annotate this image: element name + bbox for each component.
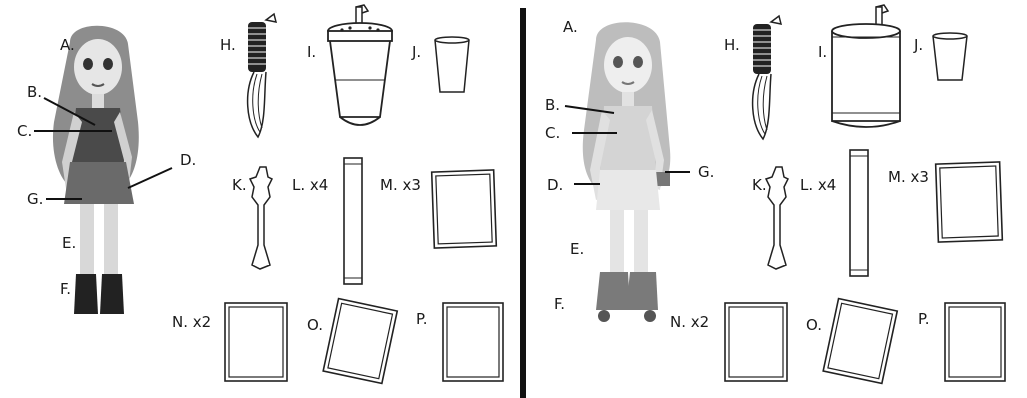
accessory-label-i: I. <box>818 43 828 61</box>
accessory-label-n: N. x2 <box>670 313 710 331</box>
bag-icon <box>442 302 504 382</box>
accessory-label-l: L. x4 <box>292 176 329 194</box>
doll-label-b: B. <box>545 96 561 114</box>
doll-label-g: G. <box>698 163 715 181</box>
accessory-label-o: O. <box>307 316 323 334</box>
doll-label-b: B. <box>27 83 43 101</box>
spoon-icon <box>248 166 274 270</box>
accessory-label-k: K. <box>752 176 767 194</box>
doll-label-c: C. <box>17 122 33 140</box>
bag-icon <box>224 302 288 382</box>
can-cup-icon <box>831 4 901 128</box>
brush-icon <box>246 12 278 139</box>
packet-stick-icon <box>849 149 869 277</box>
tumbler-cup-icon <box>327 4 393 126</box>
bag-icon <box>934 161 1004 243</box>
doll-label-d: D. <box>547 176 564 194</box>
doll-label-c: C. <box>545 124 561 142</box>
doll-label-d: D. <box>180 151 197 169</box>
accessory-label-l: L. x4 <box>800 176 837 194</box>
bag-icon <box>944 302 1006 382</box>
cup-icon <box>932 32 968 81</box>
doll-label-e: E. <box>62 234 77 252</box>
accessory-label-j: J. <box>412 43 422 61</box>
doll-figure-icon <box>582 22 671 322</box>
panel-divider <box>520 8 526 398</box>
accessory-label-k: K. <box>232 176 247 194</box>
accessory-label-i: I. <box>307 43 317 61</box>
doll-label-g: G. <box>27 190 44 208</box>
bag-icon <box>724 302 788 382</box>
doll-figure-icon <box>52 25 139 314</box>
packet-stick-icon <box>343 157 363 285</box>
doll-label-a: A. <box>60 36 75 54</box>
bag-icon <box>822 297 899 385</box>
doll-label-a: A. <box>563 18 578 36</box>
accessory-label-m: M. x3 <box>888 168 929 186</box>
spoon-icon <box>764 166 790 270</box>
accessory-label-j: J. <box>914 36 924 54</box>
accessory-label-m: M. x3 <box>380 176 421 194</box>
accessory-label-p: P. <box>918 310 930 328</box>
bag-icon <box>322 297 399 385</box>
doll-leader-lines <box>34 97 173 200</box>
accessory-label-h: H. <box>220 36 236 54</box>
cup-icon <box>434 36 470 93</box>
accessory-label-o: O. <box>806 316 822 334</box>
doll-label-f: F. <box>554 295 565 313</box>
doll-label-e: E. <box>570 240 585 258</box>
doll-label-f: F. <box>60 280 71 298</box>
accessory-label-n: N. x2 <box>172 313 212 331</box>
accessory-label-p: P. <box>416 310 428 328</box>
bag-icon <box>430 169 498 249</box>
accessory-label-h: H. <box>724 36 740 54</box>
brush-icon <box>751 14 783 141</box>
